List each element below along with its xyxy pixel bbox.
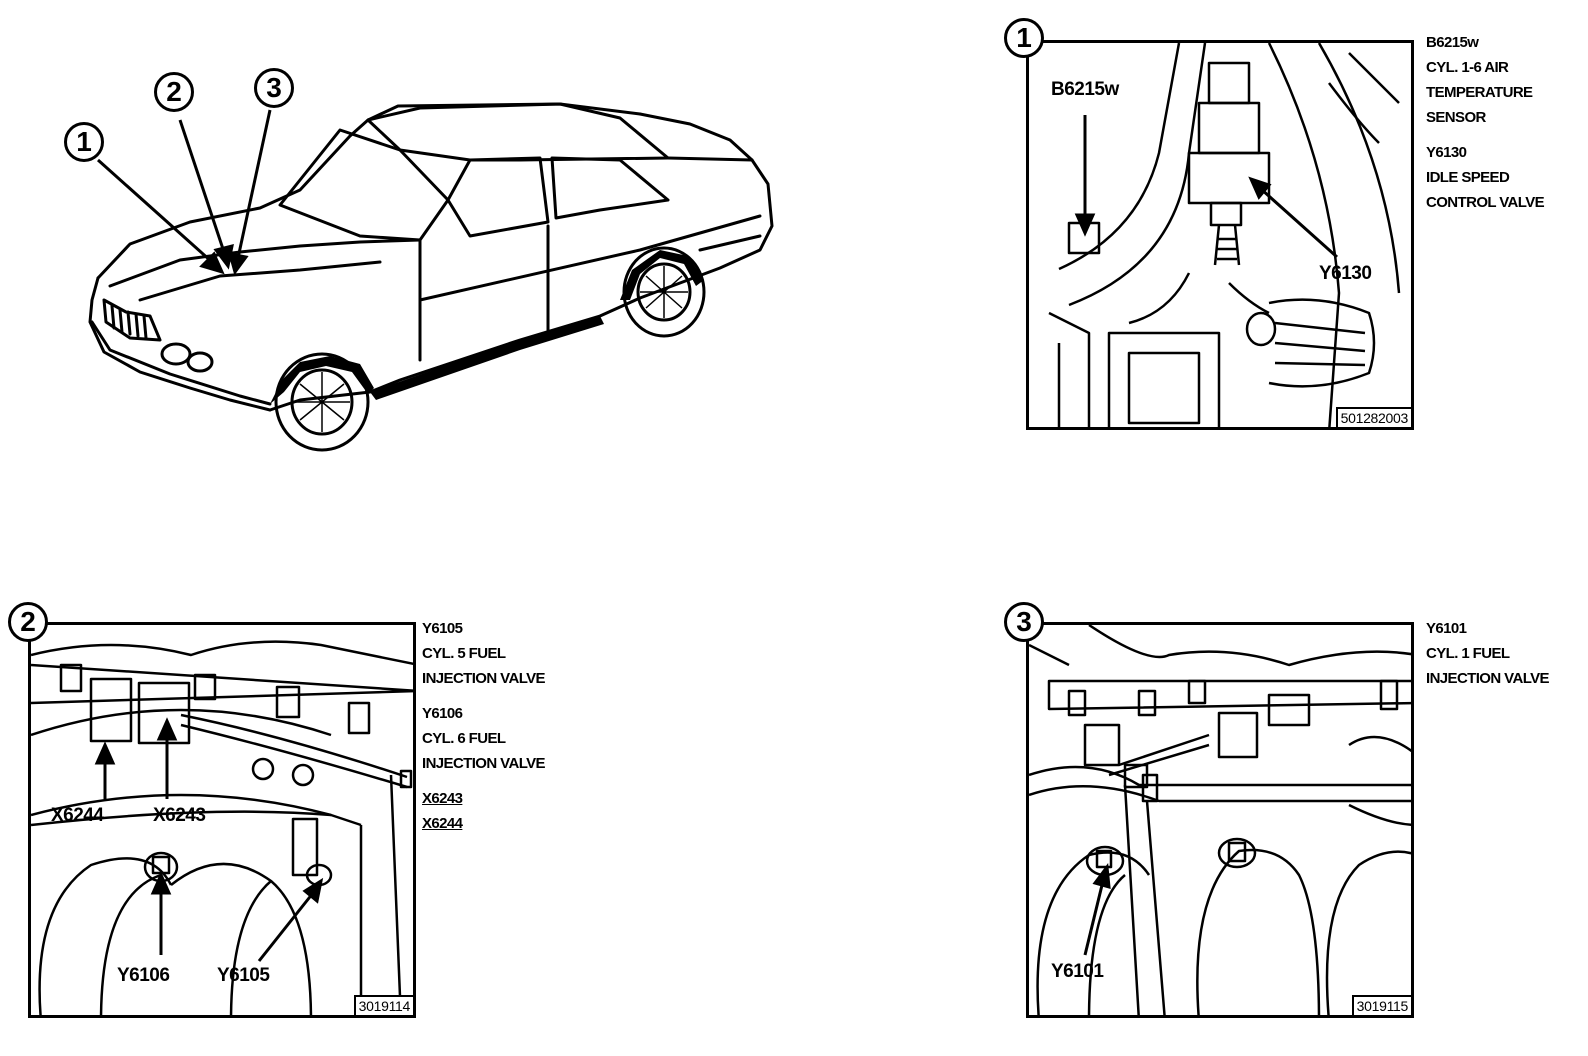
car-overview: 1 2 3 [0,0,800,470]
panel-3-figure-id: 3019115 [1351,995,1411,1015]
panel-1-air-temp-idle-valve: B6215w Y6130 501282003 [1026,40,1414,430]
legend-code-y6105: Y6105 [422,620,463,637]
label-y6130: Y6130 [1319,263,1372,284]
panel-1-figure-id: 501282003 [1335,407,1411,427]
panel-1-legend: B6215w CYL. 1-6 AIR TEMPERATURE SENSOR Y… [1426,30,1545,215]
legend-line: CYL. 6 FUEL [422,730,506,747]
panel-3-engine-drawing [1029,625,1411,1015]
label-x6244: X6244 [51,805,104,826]
label-y6101: Y6101 [1051,961,1104,982]
legend-line: CONTROL VALVE [1426,194,1545,211]
panel-3-legend: Y6101 CYL. 1 FUEL INJECTION VALVE [1426,616,1550,691]
panel-1-callout: 1 [1004,18,1044,58]
label-b6215w: B6215w [1051,79,1119,100]
car-illustration [88,102,774,452]
panel-2-legend: Y6105 CYL. 5 FUEL INJECTION VALVE Y6106 … [422,616,546,836]
legend-line: CYL. 1 FUEL [1426,645,1510,662]
legend-connector-x6244: X6244 [422,815,463,832]
legend-line: CYL. 1-6 AIR [1426,59,1509,76]
panel-2-figure-id: 3019114 [353,995,413,1015]
panel-2-callout: 2 [8,602,48,642]
legend-line: TEMPERATURE [1426,84,1533,101]
legend-line: INJECTION VALVE [422,755,546,772]
label-x6243: X6243 [153,805,206,826]
legend-connector-x6243: X6243 [422,790,463,807]
panel-3-callout: 3 [1004,602,1044,642]
label-y6105: Y6105 [217,965,270,986]
panel-1-engine-drawing [1048,43,1401,427]
legend-code-y6106: Y6106 [422,705,463,722]
overview-callout-2: 2 [154,72,194,112]
overview-callout-1: 1 [64,122,104,162]
legend-code-y6101: Y6101 [1426,620,1467,637]
legend-line: IDLE SPEED [1426,169,1510,186]
legend-line: CYL. 5 FUEL [422,645,506,662]
panel-2-engine-drawing [31,640,413,1015]
legend-code-y6130: Y6130 [1426,144,1467,161]
panel-2-cyl-5-6-injectors: X6244 X6243 Y6106 Y6105 3019114 [28,622,416,1018]
label-y6106: Y6106 [117,965,170,986]
legend-line: SENSOR [1426,109,1486,126]
overview-callout-3: 3 [254,68,294,108]
legend-code-b6215w: B6215w [1426,34,1479,51]
panel-3-cyl-1-injector: Y6101 3019115 [1026,622,1414,1018]
legend-line: INJECTION VALVE [1426,670,1550,687]
legend-line: INJECTION VALVE [422,670,546,687]
